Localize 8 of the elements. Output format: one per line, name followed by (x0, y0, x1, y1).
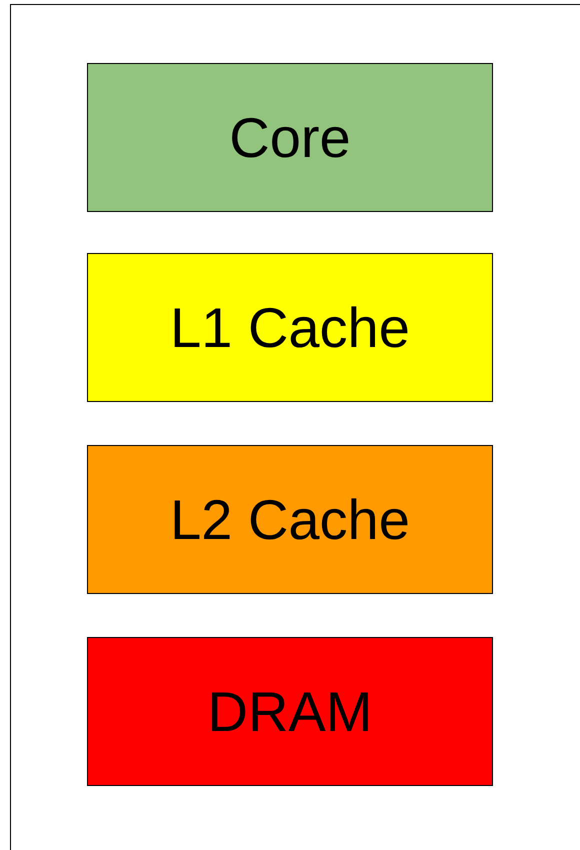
box-label: Core (229, 105, 351, 170)
memory-level-box (87, 637, 493, 786)
box-label: DRAM (208, 679, 372, 744)
memory-level-box (87, 253, 493, 402)
memory-level-box (87, 445, 493, 594)
box-label: L2 Cache (170, 487, 410, 552)
box-label: L1 Cache (170, 295, 410, 360)
memory-level-box (87, 63, 493, 212)
